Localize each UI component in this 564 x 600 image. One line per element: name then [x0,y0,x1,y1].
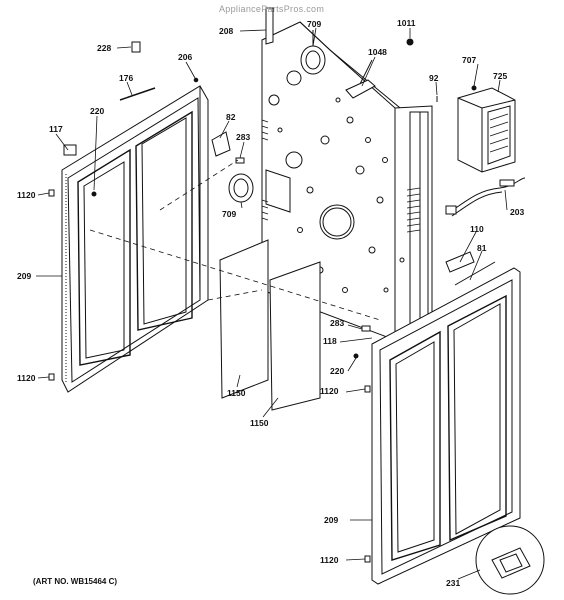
art-number: (ART NO. WB15464 C) [33,577,118,586]
part-228 [131,41,141,53]
callout-283-lower: 283 [330,318,345,328]
nut-1011 [406,38,414,46]
callout-82: 82 [226,112,236,122]
callout-92: 92 [429,73,439,83]
grommet-709-lower [228,173,254,203]
inset-detail-231 [475,525,545,595]
insulation-pad-1150-front [219,239,269,399]
callout-1048: 1048 [368,47,387,57]
callout-231: 231 [446,578,461,588]
callout-110: 110 [470,224,484,234]
grommet-709-upper [300,30,326,75]
hinge-117 [63,144,77,156]
wire-harness-203 [445,177,526,217]
callout-176: 176 [119,73,134,83]
callout-1120-b: 1120 [17,373,36,383]
screw-1120-a [48,189,55,197]
callout-283-upper: 283 [236,132,251,142]
callout-1120-c: 1120 [320,386,339,396]
callout-1150-front: 1150 [227,388,246,398]
screw-206 [193,77,199,83]
wire-81 [454,261,496,286]
callout-1120-d: 1120 [320,555,339,565]
callout-117: 117 [49,124,63,134]
screw-220-right [353,353,359,359]
left-side-panel [61,85,209,393]
terminal-box-725 [457,87,516,173]
screw-220-left [91,191,97,197]
bracket-1048 [345,59,376,99]
callout-1150-back: 1150 [250,418,269,428]
callout-725: 725 [493,71,508,81]
callout-709-lower: 709 [222,209,237,219]
callout-1011: 1011 [397,18,416,28]
callout-220-right: 220 [330,366,345,376]
watermark: AppliancePartsPros.com [219,4,325,14]
screw-1120-c [364,385,371,393]
callout-81: 81 [477,243,487,253]
callout-203: 203 [510,207,525,217]
callout-1120-a: 1120 [17,190,36,200]
callout-228: 228 [97,43,112,53]
callout-118: 118 [323,336,337,346]
callout-709-upper: 709 [307,19,322,29]
callout-206: 206 [178,52,193,62]
callout-209-right: 209 [324,515,339,525]
rod-176 [119,87,156,101]
screw-1120-b [48,373,55,381]
right-side-panel [371,267,521,585]
clip-283-lower [361,325,371,332]
screw-707 [471,85,477,91]
callout-707: 707 [462,55,477,65]
insulation-pad-1150-back [269,261,321,411]
callout-220-left: 220 [90,106,105,116]
screw-1120-d [364,555,371,563]
callout-208: 208 [219,26,234,36]
callout-209-left: 209 [17,271,32,281]
